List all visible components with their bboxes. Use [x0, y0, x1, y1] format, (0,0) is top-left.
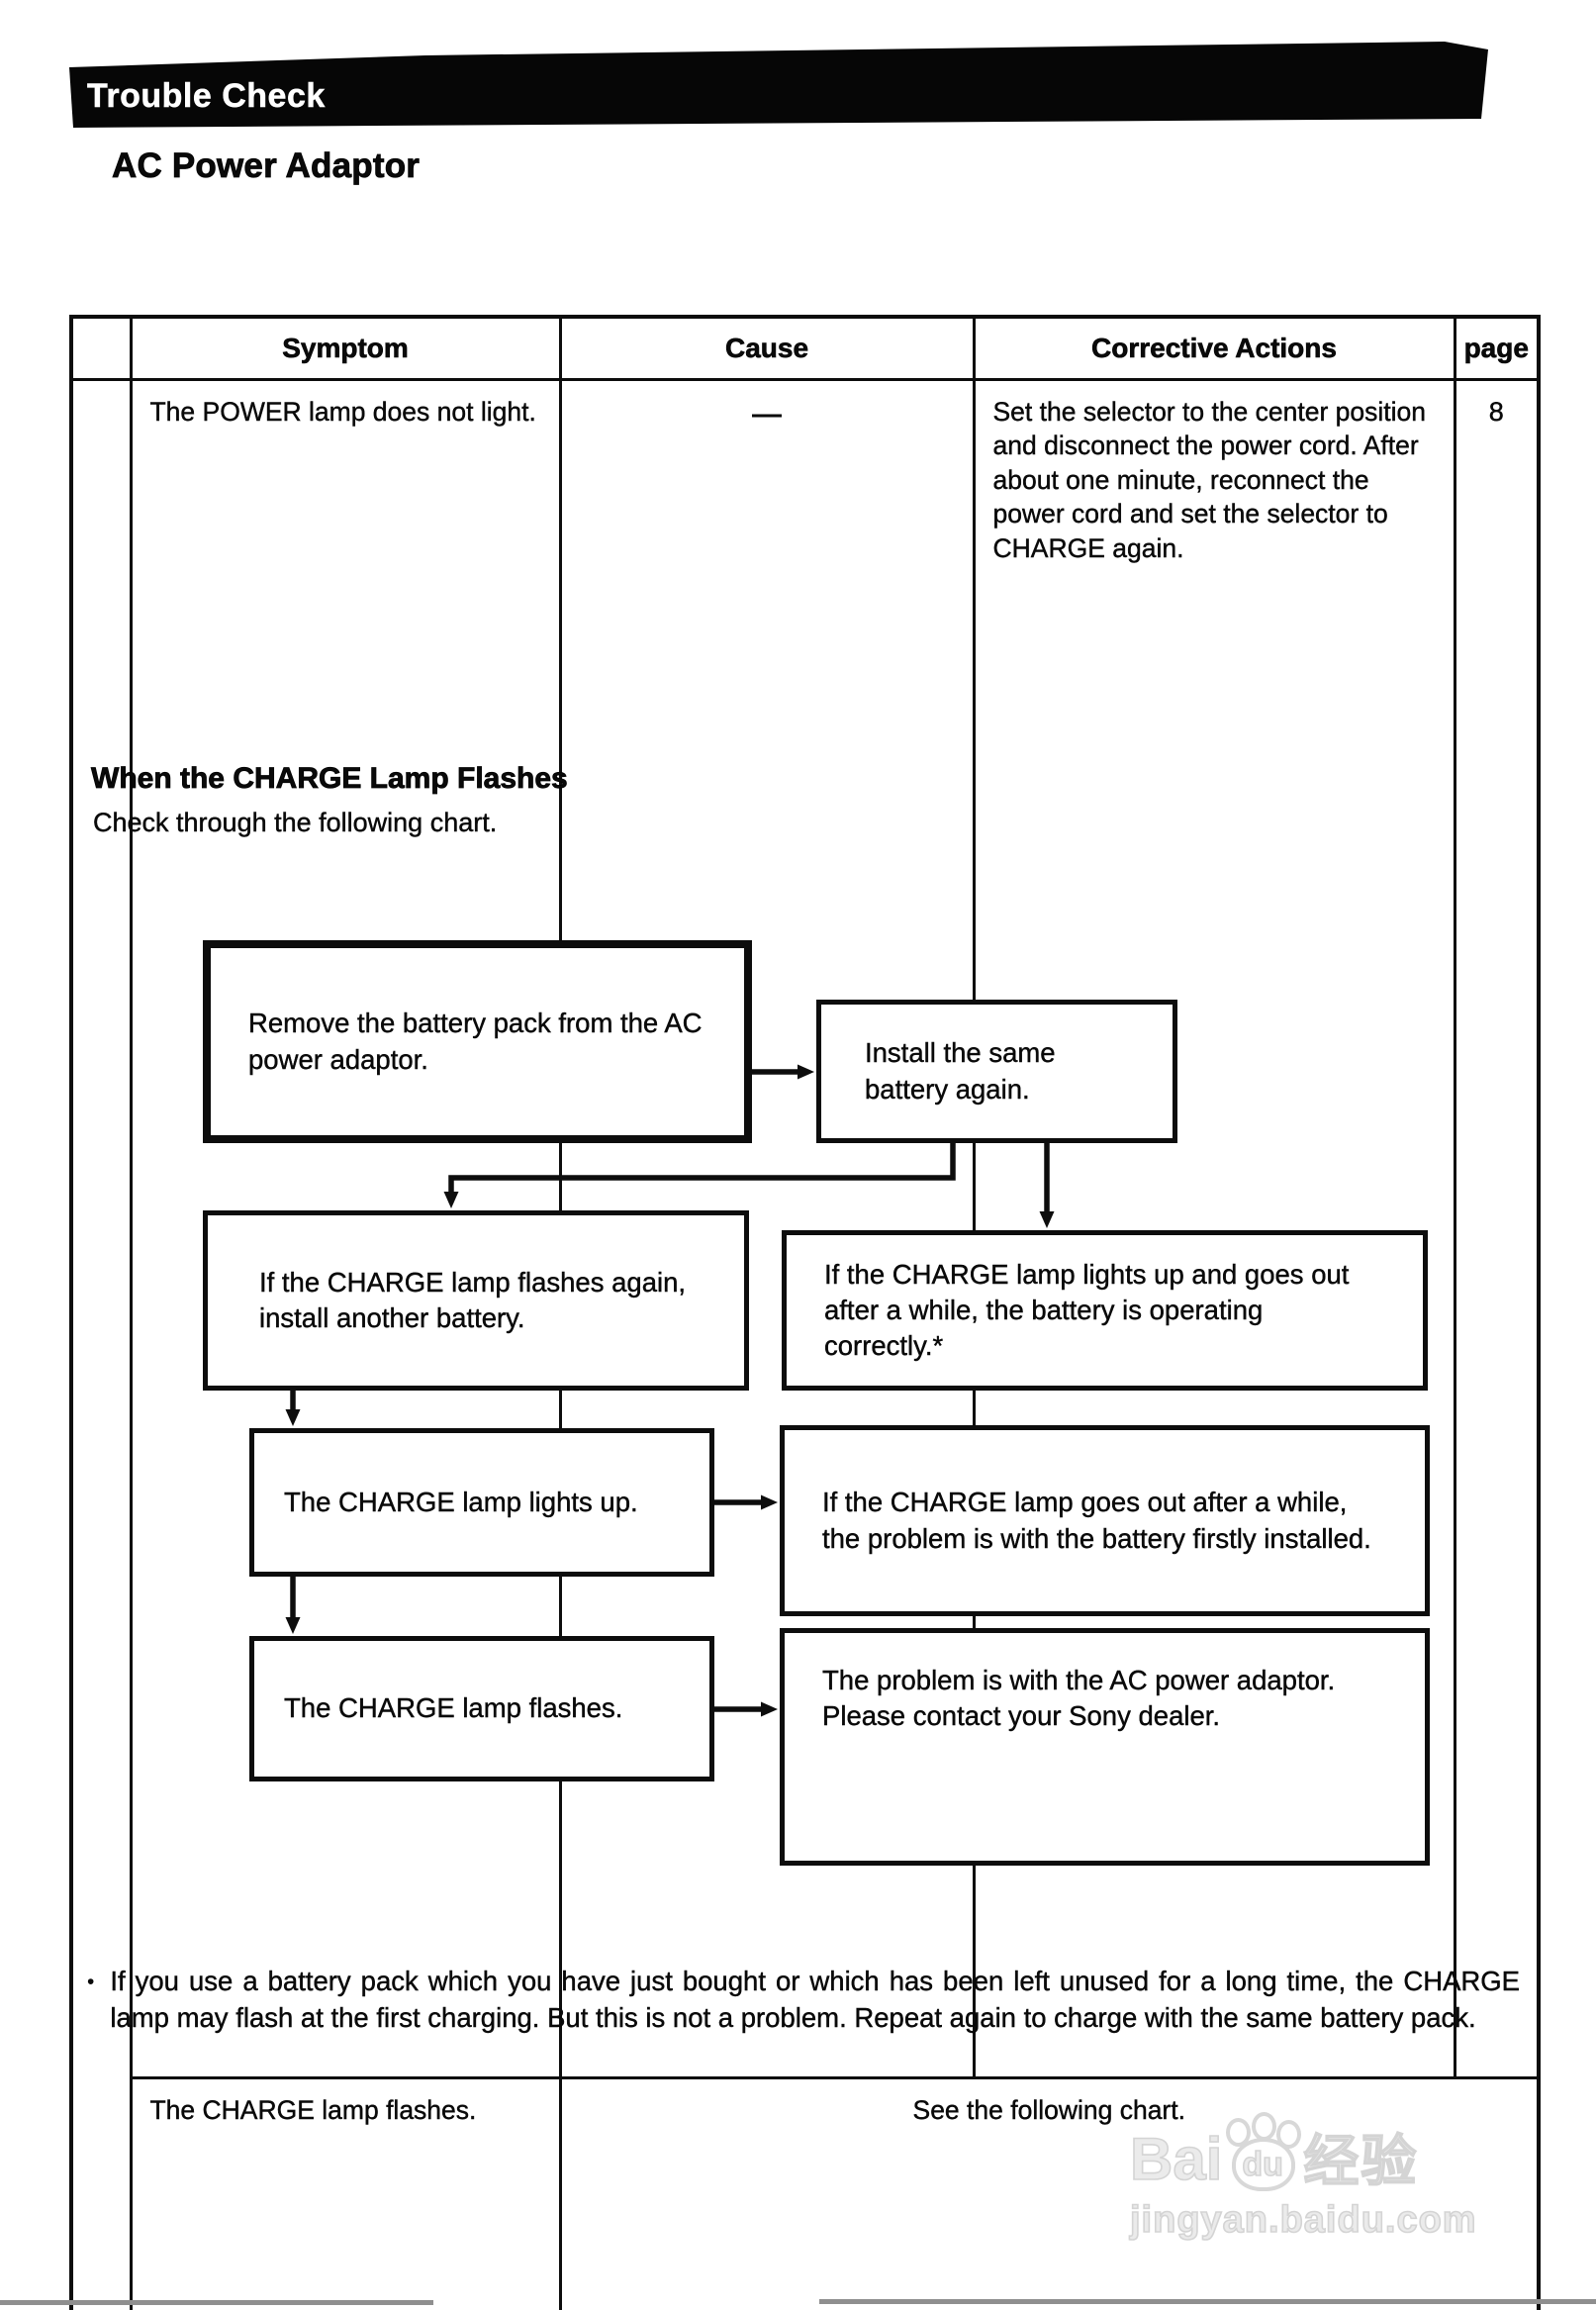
table-header-stub [69, 315, 133, 381]
scan-artifact-line [819, 2299, 1596, 2304]
flowchart-box-text-line1: The problem is with the AC power adaptor… [822, 1665, 1336, 1695]
flowchart-box-adaptor-problem: The problem is with the AC power adaptor… [780, 1628, 1430, 1866]
see-chart-cell: See the following chart. [558, 2075, 1541, 2310]
watermark-brand-bai: Bai [1129, 2126, 1223, 2192]
table-group-label-cell: AC power adaptor [69, 378, 133, 2310]
table-header-row: Symptom Cause Corrective Actions page [69, 315, 1541, 381]
footnote-bullet: • [87, 1971, 95, 1993]
flowchart-box-text: Install the same battery again. [865, 1037, 1056, 1105]
symptom-cell: The CHARGE lamp flashes. [129, 2075, 562, 2310]
flowchart-box-text: The CHARGE lamp flashes. [284, 1692, 623, 1724]
flowchart-box-flashes-again: If the CHARGE lamp flashes again, instal… [203, 1210, 749, 1391]
table-header-cause: Cause [558, 315, 976, 381]
watermark-brand: Bai du 经验 [1129, 2112, 1506, 2192]
flowchart-box-lamp-flashes: The CHARGE lamp flashes. [249, 1636, 714, 1781]
flowchart-box-text: Remove the battery pack from the AC powe… [248, 1008, 703, 1075]
watermark-url: jingyan.baidu.com [1129, 2198, 1477, 2242]
watermark-brand-cn: 经验 [1303, 2130, 1419, 2192]
flowchart-box-text-line2: Please contact your Sony dealer. [822, 1700, 1221, 1732]
flowchart-box-battery-ok: If the CHARGE lamp lights up and goes ou… [782, 1230, 1428, 1391]
baidu-paw-icon: du [1224, 2112, 1302, 2191]
table-header-page: page [1453, 315, 1541, 381]
page-number-cell: 8 [1453, 378, 1541, 2079]
table-header-corrective-actions: Corrective Actions [972, 315, 1456, 381]
flowchart-box-battery-problem: If the CHARGE lamp goes out after a whil… [780, 1425, 1430, 1616]
table-row: The CHARGE lamp flashes. See the followi… [71, 2075, 1541, 2310]
page-title: Trouble Check [87, 77, 326, 116]
flowchart-box-text: The problem is with the AC power adaptor… [785, 1633, 1372, 1745]
section-heading-charge-lamp: When the CHARGE Lamp Flashes [91, 762, 569, 796]
table-header-symptom: Symptom [129, 315, 562, 381]
flowchart-box-text: If the CHARGE lamp lights up and goes ou… [824, 1258, 1350, 1362]
flowchart-box-lamp-lights-up: The CHARGE lamp lights up. [249, 1428, 714, 1577]
flowchart-box-text: If the CHARGE lamp flashes again, instal… [259, 1266, 687, 1334]
flowchart-box-text: The CHARGE lamp lights up. [284, 1486, 638, 1517]
flowchart-connectors [285, 1064, 1055, 1717]
footnote-text: If you use a battery pack which you have… [110, 1966, 1520, 2033]
watermark: Bai du 经验 jingyan.baidu.com [1129, 2112, 1506, 2242]
flowchart-box-install-same-battery: Install the same battery again. [816, 1000, 1177, 1143]
watermark-brand-du: du [1242, 2145, 1284, 2184]
flowchart-box-remove-battery: Remove the battery pack from the AC powe… [203, 940, 752, 1143]
footnote: • If you use a battery pack which you ha… [87, 1964, 1520, 2036]
section-intro: Check through the following chart. [93, 808, 498, 837]
section-heading-ac-power-adaptor: AC Power Adaptor [112, 146, 421, 186]
banner-background [69, 42, 1488, 128]
arrow-b-to-c [443, 1143, 956, 1208]
flowchart-box-text: If the CHARGE lamp goes out after a whil… [822, 1487, 1371, 1554]
scan-artifact-line [0, 2300, 433, 2305]
